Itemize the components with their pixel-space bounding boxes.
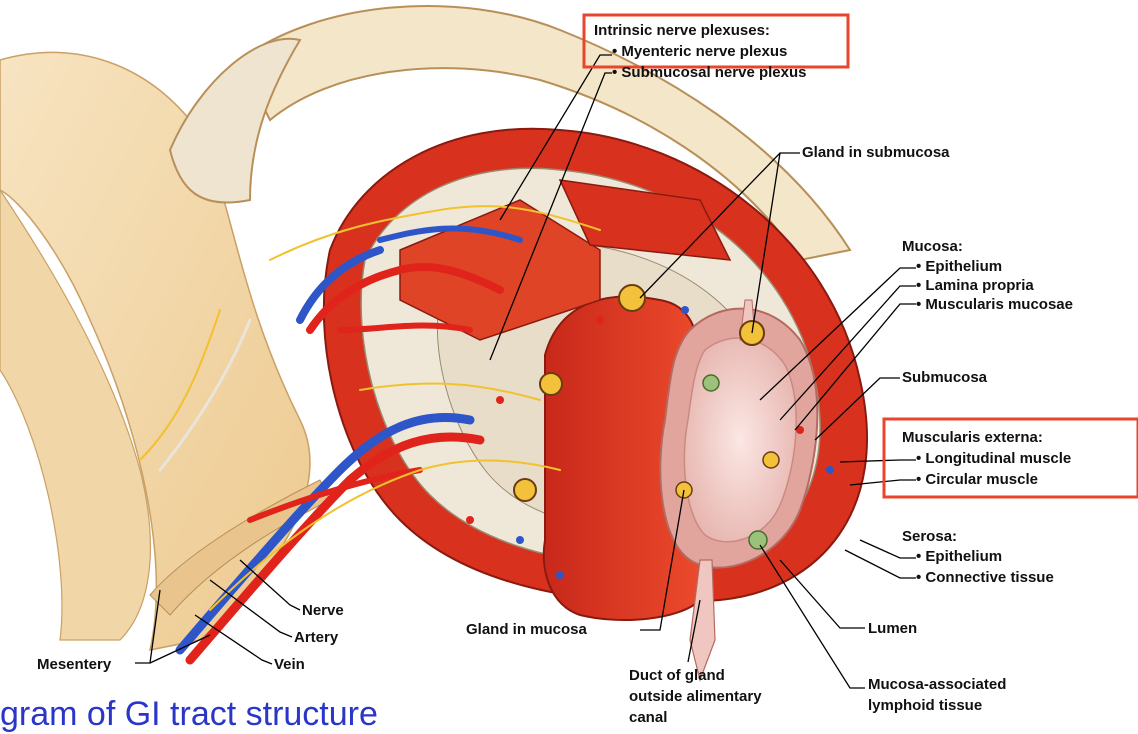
label-gland-in-mucosa: Gland in mucosa: [466, 621, 587, 639]
label-mucosa: Mucosa:: [902, 238, 963, 256]
label-gland-in-submucosa: Gland in submucosa: [802, 144, 950, 162]
label-nerve: Nerve: [302, 602, 344, 620]
label-circular-muscle: • Circular muscle: [916, 471, 1038, 489]
slide-caption: gram of GI tract structure: [0, 694, 378, 734]
label-lamina-propria: • Lamina propria: [916, 277, 1034, 295]
label-mucosa-associated: Mucosa-associated: [868, 676, 1006, 694]
label-mesentery: Mesentery: [37, 656, 111, 674]
label-canal: canal: [629, 709, 667, 727]
label-lymphoid-tissue: lymphoid tissue: [868, 697, 982, 715]
label-intrinsic-nerve-plexuses: Intrinsic nerve plexuses:: [594, 22, 770, 40]
label-mucosa-epithelium: • Epithelium: [916, 258, 1002, 276]
label-muscularis-externa: Muscularis externa:: [902, 429, 1043, 447]
label-myenteric-nerve-plexus: • Myenteric nerve plexus: [612, 43, 787, 61]
label-duct-of-gland: Duct of gland: [629, 667, 725, 685]
label-outside-alimentary: outside alimentary: [629, 688, 762, 706]
label-artery: Artery: [294, 629, 338, 647]
label-submucosal-nerve-plexus: • Submucosal nerve plexus: [612, 64, 807, 82]
label-connective-tissue: • Connective tissue: [916, 569, 1054, 587]
label-serosa: Serosa:: [902, 528, 957, 546]
label-longitudinal-muscle: • Longitudinal muscle: [916, 450, 1071, 468]
label-muscularis-mucosae: • Muscularis mucosae: [916, 296, 1073, 314]
label-lumen: Lumen: [868, 620, 917, 638]
label-submucosa: Submucosa: [902, 369, 987, 387]
label-serosa-epithelium: • Epithelium: [916, 548, 1002, 566]
label-vein: Vein: [274, 656, 305, 674]
